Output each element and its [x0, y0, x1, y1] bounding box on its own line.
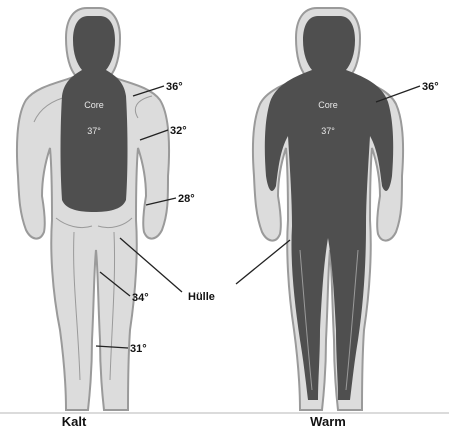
temp-label-28-cold: 28° — [178, 193, 195, 205]
core-temp-warm: 37° — [321, 126, 335, 136]
figure-warm: Core 37° 36° Warm — [253, 8, 439, 429]
temp-label-32-cold: 32° — [170, 125, 187, 137]
temp-label-31-cold: 31° — [130, 343, 147, 355]
temp-label-34-cold: 34° — [132, 292, 149, 304]
caption-cold: Kalt — [62, 414, 87, 429]
temp-label-36-warm: 36° — [422, 81, 439, 93]
core-region-warm — [265, 16, 393, 400]
leader-shell-warm — [236, 240, 290, 284]
core-label-warm: Core — [318, 100, 338, 110]
caption-warm: Warm — [310, 414, 346, 429]
temp-label-36-cold: 36° — [166, 81, 183, 93]
core-temp-cold: 37° — [87, 126, 101, 136]
figure-cold: Core 37° 36° 32° 28° 34° 31° Kalt — [17, 8, 195, 429]
shell-label: Hülle — [188, 291, 215, 303]
core-label-cold: Core — [84, 100, 104, 110]
